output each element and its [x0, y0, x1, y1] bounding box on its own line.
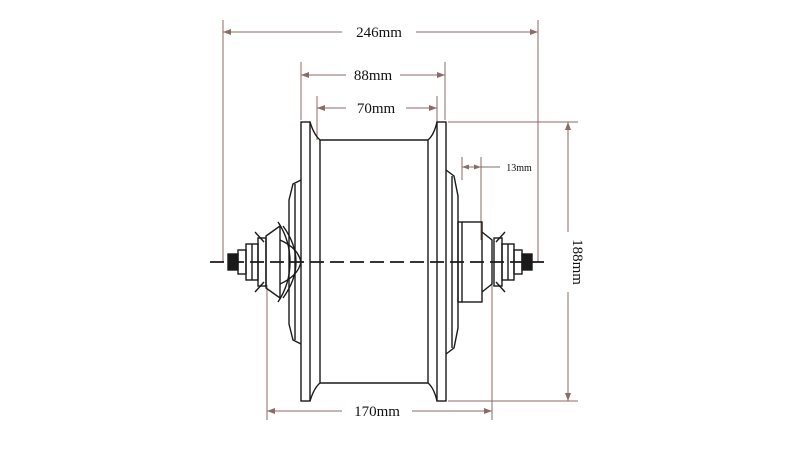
left-cover-curve-inner: [282, 225, 297, 299]
dim-13-label: 13mm: [506, 163, 532, 174]
shell-bottom-curve: [309, 382, 438, 402]
dim-70-label: 70mm: [357, 101, 396, 117]
left-washer: [257, 237, 267, 287]
dim-246-label: 246mm: [356, 25, 402, 41]
dim-188-arrow-bottom: [565, 393, 571, 401]
dim-188-arrow-top: [565, 122, 571, 130]
dim-170-arrow-left: [267, 408, 275, 414]
dim-70-arrow-right: [429, 105, 437, 111]
left-tab-washer-top: [254, 231, 265, 243]
right-washer: [493, 237, 503, 287]
right-flange: [436, 121, 447, 402]
dim-13-arrow-right: [474, 164, 481, 170]
left-cone: [279, 239, 302, 285]
hub-motor-body: [210, 121, 550, 402]
dim-246-arrow-right: [530, 29, 538, 35]
dim-13-arrow-left: [462, 164, 469, 170]
left-side-cover: [288, 179, 302, 345]
dim-246-arrow-left: [223, 29, 231, 35]
dim-170-label: 170mm: [354, 404, 400, 420]
dim-170-arrow-right: [484, 408, 492, 414]
dimension-lines: [222, 20, 578, 420]
right-tab-washer-bottom: [495, 281, 506, 293]
left-cover-curve-outer: [277, 221, 291, 303]
dim-70-arrow-left: [317, 105, 325, 111]
left-tab-washer-bottom: [254, 281, 265, 293]
shell-top-curve: [309, 121, 438, 141]
right-hub-block: [457, 221, 483, 303]
dim-88-arrow-right: [437, 72, 445, 78]
dim-188-label: 188mm: [569, 239, 585, 285]
dim-88-label: 88mm: [354, 68, 393, 84]
right-tab-washer-top: [495, 231, 506, 243]
left-axle-end: [227, 253, 239, 271]
right-axle-end: [521, 253, 533, 271]
right-bearing-housing: [481, 231, 493, 293]
dim-88-arrow-left: [301, 72, 309, 78]
